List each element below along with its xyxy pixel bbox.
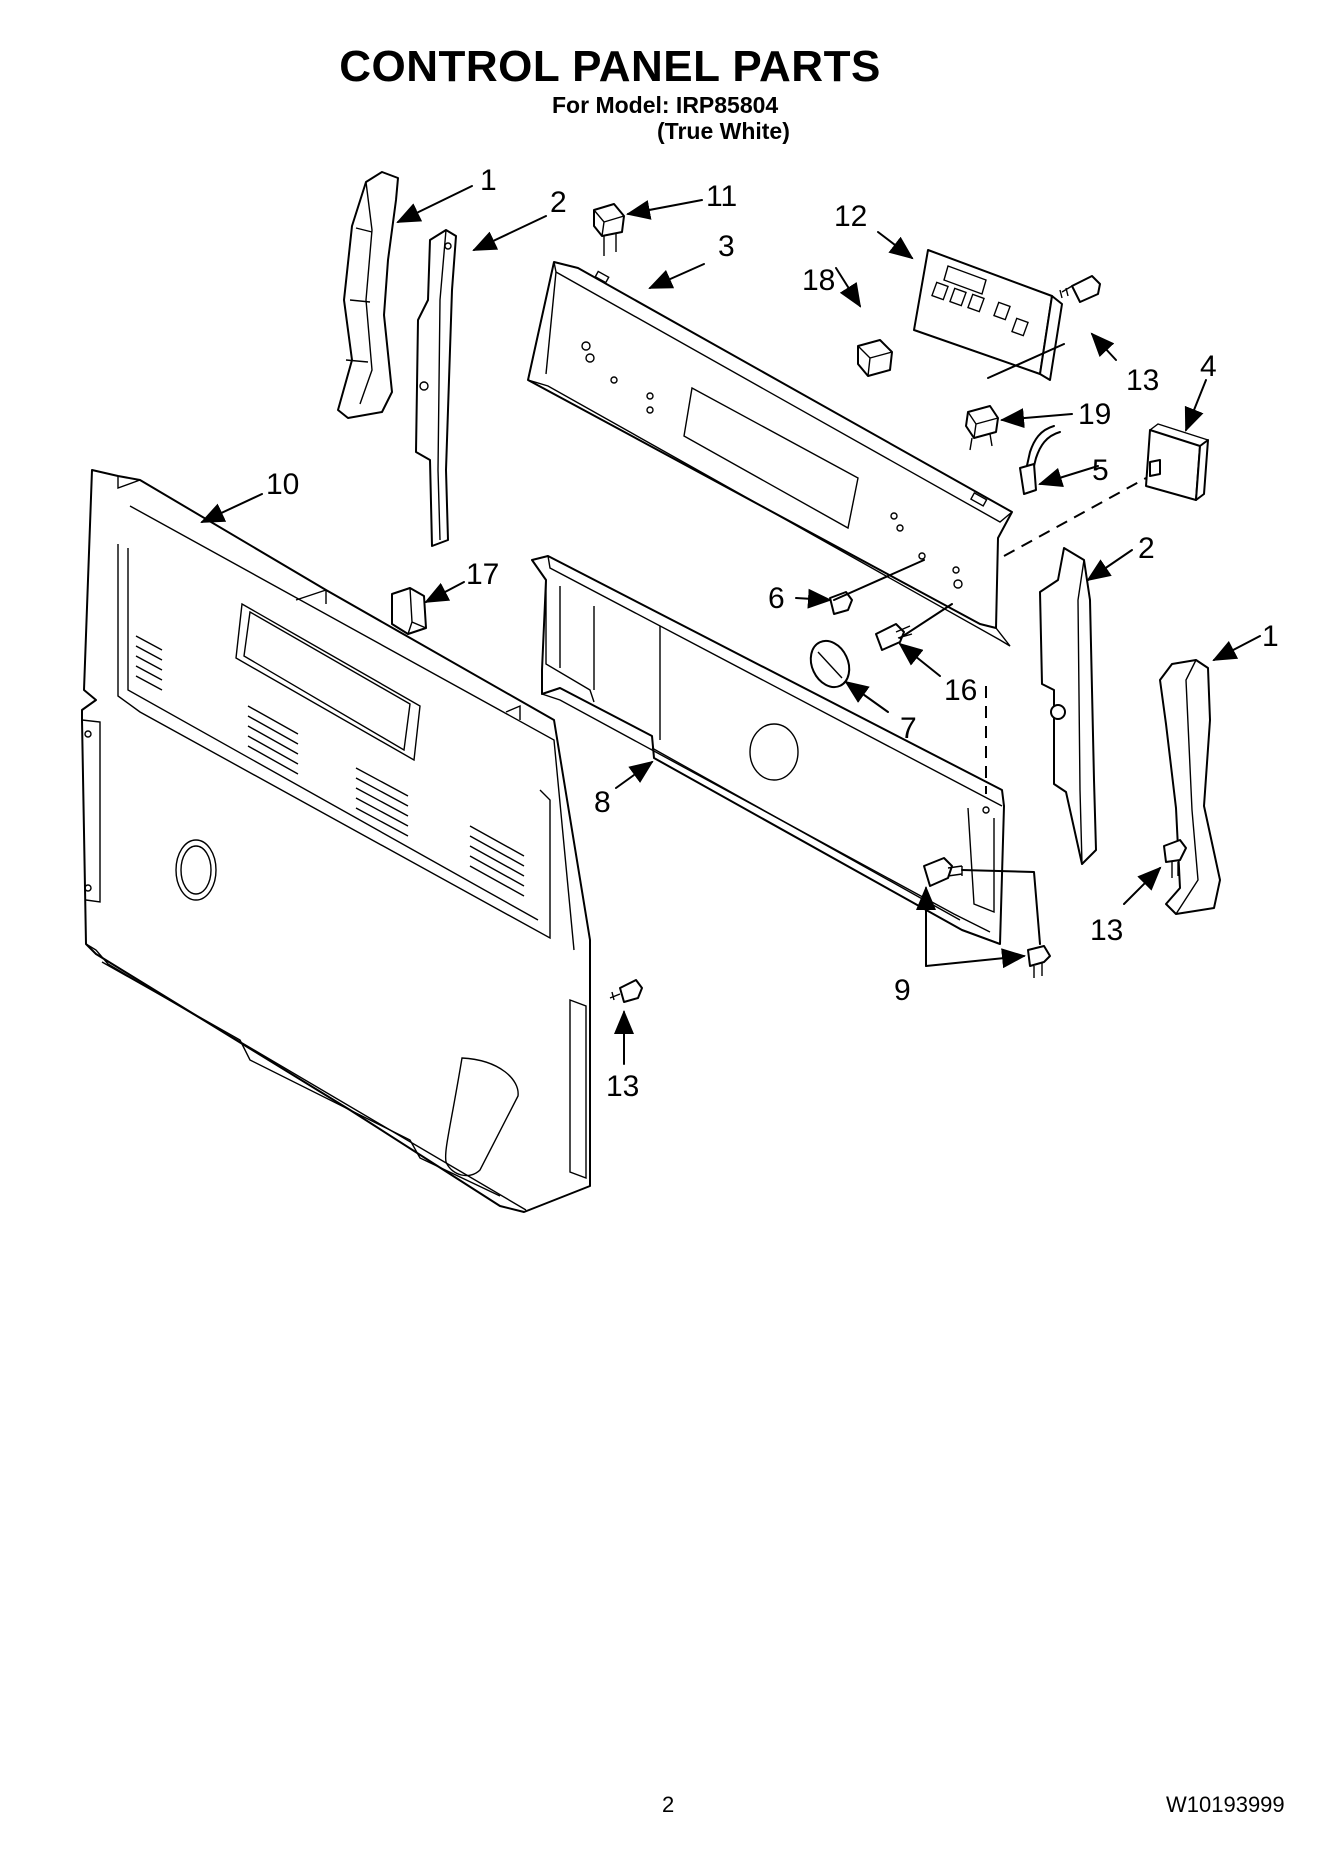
part-switch — [593, 203, 625, 256]
callout-5: 5 — [1092, 454, 1109, 487]
page-number: 2 — [662, 1792, 675, 1817]
callout-1-right: 1 — [1262, 620, 1279, 653]
part-rocker-switch — [857, 339, 893, 377]
color-variant: (True White) — [657, 118, 790, 144]
part-knob — [809, 639, 851, 689]
part-rear-panel — [81, 469, 591, 1213]
callout-13-top: 13 — [1126, 364, 1159, 397]
callout-2-left: 2 — [550, 186, 567, 219]
callout-16: 16 — [944, 674, 977, 707]
part-clip — [391, 587, 427, 635]
callout-labels: 1 2 11 3 12 18 13 4 19 5 10 17 2 6 1 16 … — [266, 164, 1279, 1103]
callout-1-left: 1 — [480, 164, 497, 197]
part-screws-9 — [923, 857, 1051, 978]
assembly-lines — [833, 343, 1147, 945]
callout-12: 12 — [834, 200, 867, 233]
part-screw-top — [1059, 275, 1101, 303]
callout-7: 7 — [900, 712, 917, 745]
callout-19: 19 — [1078, 398, 1111, 431]
part-left-side-bracket — [415, 229, 457, 547]
part-screw-16 — [875, 623, 913, 651]
callout-13-right: 13 — [1090, 914, 1123, 947]
model-line: For Model: IRP85804 — [552, 92, 779, 118]
callout-3: 3 — [718, 230, 735, 263]
part-infinite-switch — [1145, 423, 1209, 501]
part-electronic-control — [913, 249, 1063, 381]
part-wire-harness — [1019, 425, 1061, 495]
part-left-end-cap — [337, 171, 399, 419]
part-screw-6 — [829, 591, 853, 615]
callout-17: 17 — [466, 558, 499, 591]
part-manifold-panel — [531, 555, 1005, 945]
part-screw-right — [1163, 839, 1187, 878]
callout-6: 6 — [768, 582, 785, 615]
callout-9: 9 — [894, 974, 911, 1007]
document-number: W10193999 — [1166, 1792, 1285, 1817]
part-screw-bottom — [609, 979, 643, 1003]
callout-8: 8 — [594, 786, 611, 819]
callout-2-right: 2 — [1138, 532, 1155, 565]
callout-18: 18 — [802, 264, 835, 297]
callout-10: 10 — [266, 468, 299, 501]
callout-11: 11 — [706, 180, 737, 213]
callout-4: 4 — [1200, 350, 1217, 383]
part-control-panel — [527, 261, 1013, 647]
part-switch-19 — [965, 405, 999, 451]
callout-arrows — [200, 185, 1261, 1065]
page-title: CONTROL PANEL PARTS — [339, 42, 881, 91]
part-right-end-cap — [1159, 659, 1221, 915]
callout-13-bottom: 13 — [606, 1070, 639, 1103]
part-right-side-bracket — [1039, 547, 1097, 865]
